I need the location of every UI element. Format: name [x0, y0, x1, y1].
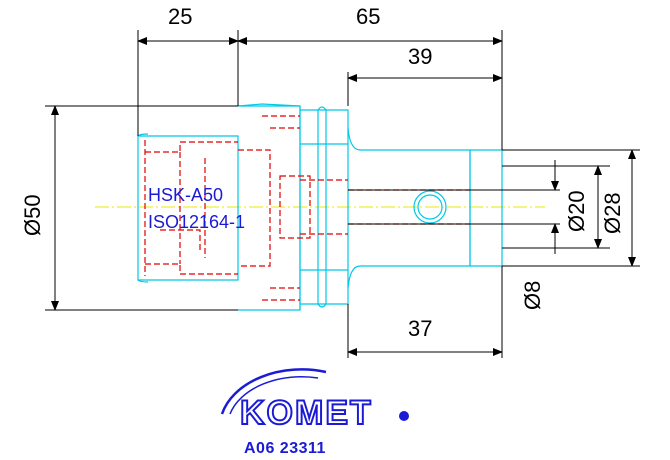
dim-dia20: Ø20 [564, 190, 589, 232]
tool-outline [137, 103, 503, 311]
komet-logo: KOMET [220, 368, 409, 433]
dimension-lines [45, 30, 640, 358]
dim-37: 37 [408, 316, 432, 341]
part-number: A06 23311 [244, 440, 326, 457]
dim-25: 25 [168, 4, 192, 29]
dim-dia8: Ø8 [520, 281, 545, 310]
dim-39: 39 [408, 44, 432, 69]
dim-dia50: Ø50 [20, 194, 45, 236]
standard-label: ISO12164-1 [148, 212, 245, 232]
logo-text: KOMET [240, 394, 373, 432]
interface-label: HSK-A50 [148, 185, 223, 205]
dim-dia28: Ø28 [600, 192, 625, 234]
dim-65: 65 [356, 4, 380, 29]
